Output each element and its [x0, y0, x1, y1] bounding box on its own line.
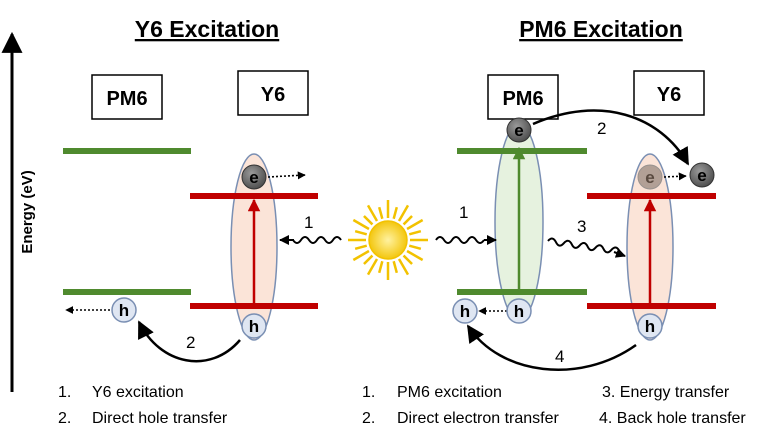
right-electron-transfer-arrow — [532, 109, 690, 166]
left-step-2: 2 — [186, 333, 195, 352]
sun-icon — [348, 200, 428, 280]
sun-ray — [402, 254, 413, 265]
left-legend-1-text: Y6 excitation — [92, 384, 184, 401]
left-y6-label: Y6 — [261, 84, 285, 106]
right-legend-1-num: 1. — [362, 384, 375, 401]
right-hole-pm6-left-label: h — [460, 302, 470, 321]
left-pm6-box — [91, 74, 163, 120]
right-legend-1-text: PM6 excitation — [397, 384, 502, 401]
sun-ray — [402, 215, 413, 226]
left-photon-wave — [292, 236, 342, 244]
right-y6-box — [633, 70, 705, 116]
right-electron-dotted-arrow — [663, 172, 687, 181]
left-hole-y6-label: h — [249, 317, 259, 336]
left-electron-y6 — [241, 164, 267, 190]
sun-ray — [408, 244, 422, 251]
right-energy-transfer-wave — [547, 237, 621, 254]
sun-ray — [406, 218, 424, 231]
right-step-4: 4 — [555, 347, 564, 366]
left-title: Y6 Excitation — [135, 16, 279, 42]
left-legend-2-text: Direct hole transfer — [92, 410, 228, 427]
sun-ray — [377, 206, 384, 220]
left-step-1: 1 — [304, 213, 313, 232]
right-y6-label: Y6 — [657, 84, 681, 106]
right-hole-y6 — [637, 313, 663, 339]
sun-ray — [366, 204, 379, 222]
sun-ray — [352, 218, 370, 231]
right-electron-pm6-label: e — [514, 121, 523, 140]
sun-ray — [392, 206, 399, 220]
right-hole-pm6 — [506, 298, 532, 324]
left-legend-1-num: 1. — [58, 384, 71, 401]
sun-disc — [368, 220, 408, 260]
right-pm6-box — [487, 74, 559, 120]
right-back-hole-arrow — [466, 324, 637, 371]
right-energy-transfer-arrowhead — [613, 248, 626, 258]
sun-ray — [354, 229, 368, 236]
left-legend-2-num: 2. — [58, 410, 71, 427]
sun-ray — [397, 204, 410, 222]
right-electron-y6 — [689, 162, 715, 188]
right-title: PM6 Excitation — [519, 16, 683, 42]
left-pm6-label: PM6 — [106, 88, 147, 110]
left-y6-box — [237, 70, 309, 116]
energy-axis-label: Energy (eV) — [19, 170, 36, 253]
right-legend-2-text: Direct electron transfer — [397, 410, 560, 427]
right-legend-2-num: 2. — [362, 410, 375, 427]
right-legend-4-text: 4. Back hole transfer — [599, 410, 746, 427]
sun-ray — [377, 260, 384, 274]
right-hole-y6-label: h — [645, 317, 655, 336]
right-hole-pm6-left — [452, 298, 478, 324]
right-electron-faded-label: e — [645, 168, 654, 187]
left-hole-transfer-arrow — [137, 320, 241, 363]
left-hole-pm6 — [111, 297, 137, 323]
sun-ray — [397, 258, 410, 276]
right-hole-pm6-label: h — [514, 302, 524, 321]
right-pm6-label: PM6 — [502, 88, 543, 110]
sun-ray — [354, 244, 368, 251]
sun-ray — [363, 254, 374, 265]
right-step-3: 3 — [577, 217, 586, 236]
sun-ray — [366, 258, 379, 276]
sun-ray — [352, 249, 370, 262]
sun-ray — [392, 260, 399, 274]
left-electron-dotted-arrow — [267, 171, 306, 180]
right-step-2: 2 — [597, 119, 606, 138]
right-legend-3-text: 3. Energy transfer — [602, 384, 730, 401]
right-electron-y6-faded — [637, 164, 663, 190]
right-photon-wave — [435, 236, 485, 244]
left-hole-y6 — [241, 313, 267, 339]
sun-ray — [408, 229, 422, 236]
sun-ray — [363, 215, 374, 226]
left-electron-label: e — [249, 168, 258, 187]
right-step-1: 1 — [459, 203, 468, 222]
right-electron-y6-label: e — [697, 166, 706, 185]
left-hole-pm6-label: h — [119, 301, 129, 320]
sun-ray — [406, 249, 424, 262]
right-electron-pm6 — [506, 117, 532, 143]
